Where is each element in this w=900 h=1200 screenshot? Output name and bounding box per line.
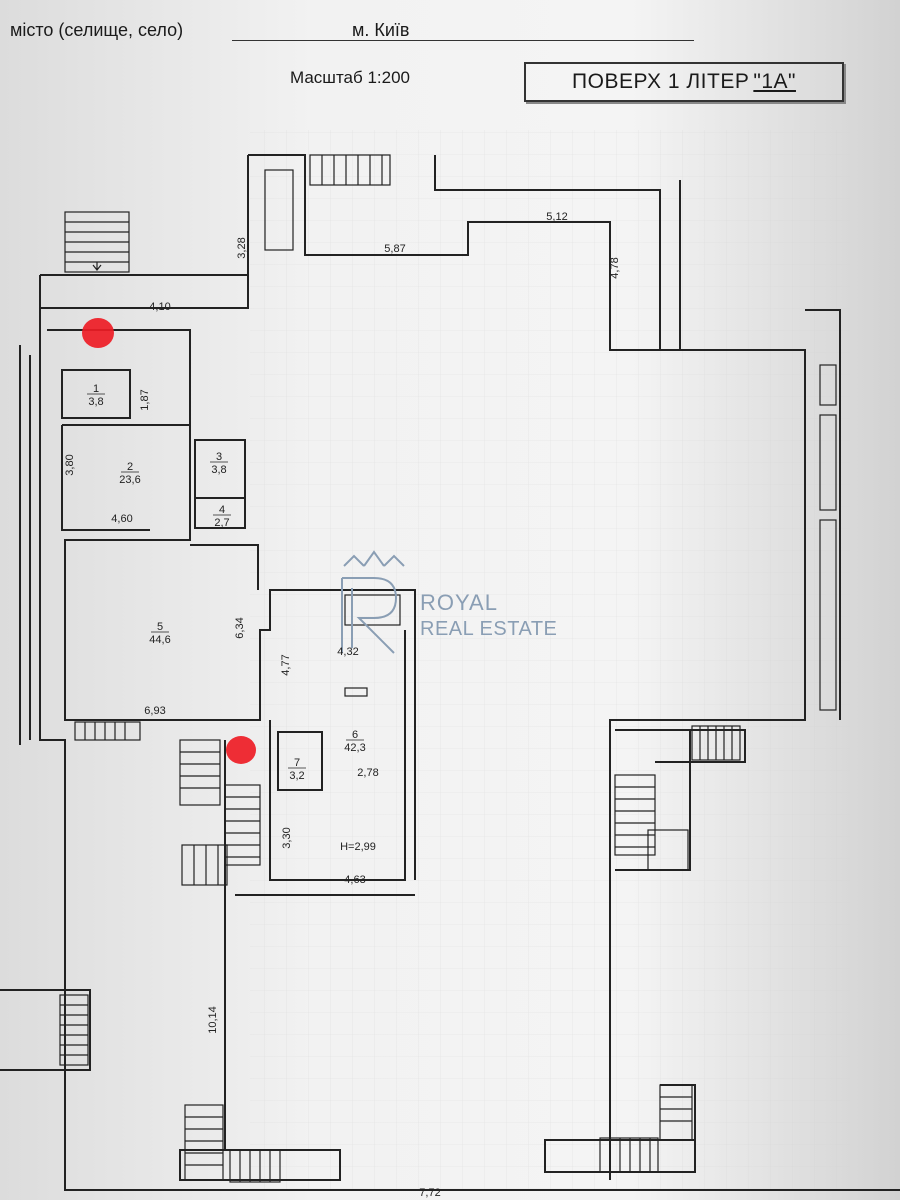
dimension-label: 4,10 — [149, 301, 170, 313]
red-marker — [226, 736, 256, 764]
dimension-label: 4,63 — [344, 874, 365, 886]
dimension-label: 4,60 — [111, 513, 132, 525]
dimension-label: 7,72 — [419, 1187, 440, 1199]
room-label-7: 73,2 — [288, 757, 306, 782]
red-marker — [82, 318, 114, 348]
room-area: 3,8 — [88, 396, 103, 408]
dimension-label: 4,78 — [609, 257, 621, 278]
floor-label: ПОВЕРХ 1 ЛІТЕР — [572, 70, 750, 93]
scale-label: Масштаб 1:200 — [290, 68, 410, 87]
dimension-label: 3,30 — [281, 827, 293, 848]
room-label-3: 33,8 — [210, 451, 228, 476]
room-label-6: 642,3 — [344, 729, 365, 754]
dimension-label: 2,78 — [357, 767, 378, 779]
floor-title-box: ПОВЕРХ 1 ЛІТЕР "1А" — [524, 62, 844, 102]
location-value: м. Київ — [352, 20, 410, 40]
room-number: 3 — [216, 451, 222, 463]
room-area: 3,8 — [211, 464, 226, 476]
dimension-label: 5,12 — [546, 211, 567, 223]
floor-letter: "1А" — [753, 70, 796, 93]
room-label-1: 13,8 — [87, 383, 105, 408]
room-area: 44,6 — [149, 634, 170, 646]
room-area: 42,3 — [344, 742, 365, 754]
dimension-label: 3,28 — [236, 237, 248, 258]
dimension-label: 10,14 — [207, 1006, 219, 1034]
room-label-4: 42,7 — [213, 504, 231, 529]
dimension-label: H=2,99 — [340, 841, 376, 853]
royal-logo-icon — [341, 550, 405, 654]
dimension-label: 5,87 — [384, 243, 405, 255]
location-label: місто (селище, село) — [10, 20, 184, 40]
room-number: 5 — [157, 621, 163, 633]
room-area: 2,7 — [214, 517, 229, 529]
room-label-5: 544,6 — [149, 621, 170, 646]
room-area: 23,6 — [119, 474, 140, 486]
watermark-name: ROYAL — [420, 590, 498, 615]
room-number: 2 — [127, 461, 133, 473]
dimension-label: 3,80 — [64, 454, 76, 475]
dimension-label: 1,87 — [139, 389, 151, 410]
watermark-subtitle: REAL ESTATE — [420, 618, 558, 640]
room-number: 7 — [294, 757, 300, 769]
room-number: 1 — [93, 383, 99, 395]
dimension-label: 6,34 — [234, 617, 246, 638]
room-area: 3,2 — [289, 770, 304, 782]
room-label-2: 223,6 — [119, 461, 140, 486]
dimension-label: 6,93 — [144, 705, 165, 717]
location-underline — [232, 40, 694, 41]
room-number: 4 — [219, 504, 225, 516]
dimension-label: 4,32 — [337, 646, 358, 658]
room-number: 6 — [352, 729, 358, 741]
dimension-label: 4,77 — [280, 654, 292, 675]
